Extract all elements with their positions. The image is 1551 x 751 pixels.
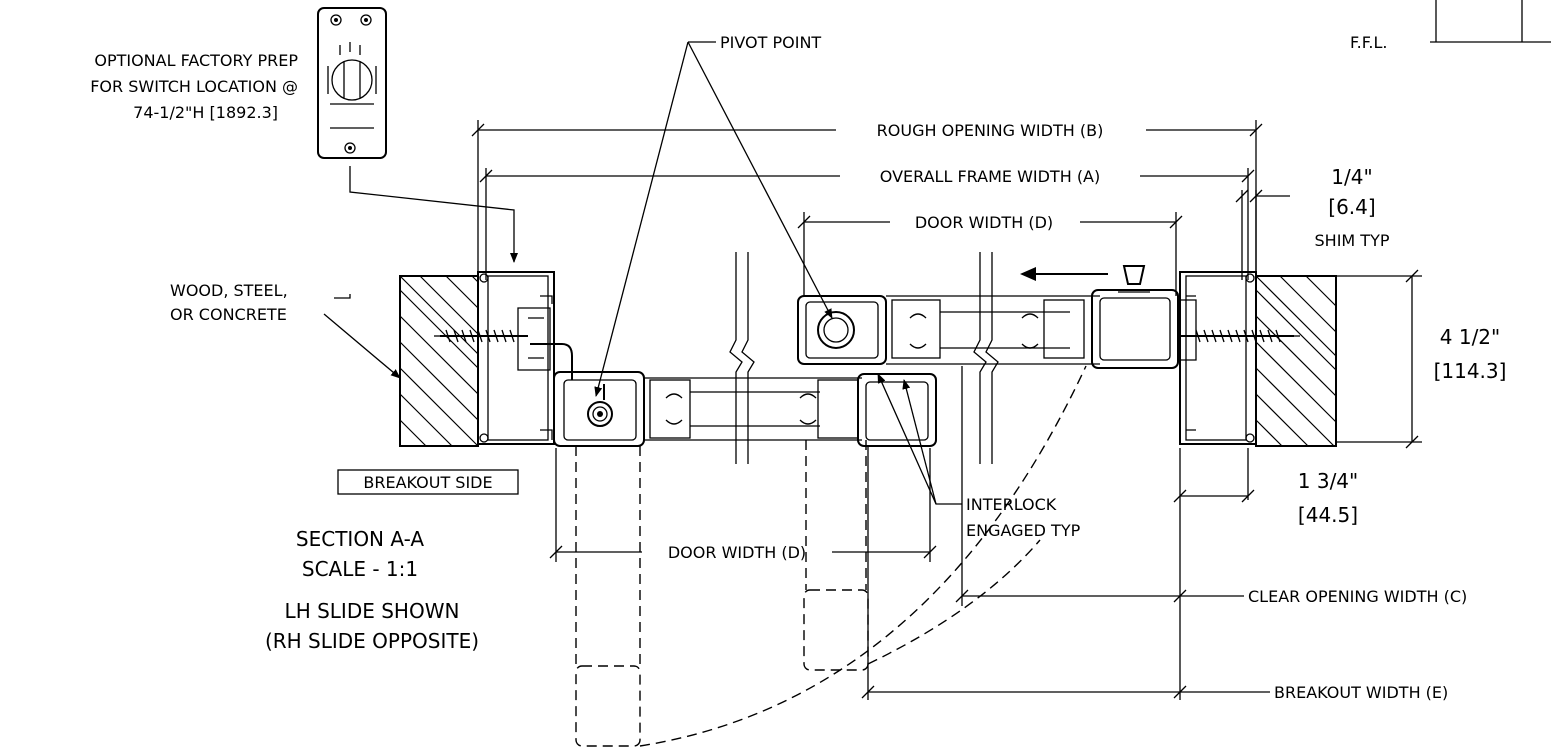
slide-arrow-head — [1020, 267, 1036, 281]
breakout-ghost-panels — [575, 365, 1087, 747]
switch-prep-line-2: FOR SWITCH LOCATION @ — [90, 77, 298, 96]
wall-leader — [323, 294, 400, 378]
switch-prep-line-1: OPTIONAL FACTORY PREP — [94, 51, 298, 70]
break-lines — [729, 252, 999, 464]
shim-line-1: 1/4" — [1331, 165, 1372, 189]
interlock-leader-1 — [877, 373, 962, 505]
frame-depth-line-2: [44.5] — [1298, 503, 1358, 527]
right-wall — [1255, 275, 1337, 447]
pivot-leader-left — [594, 41, 689, 397]
switch-prep-line-3: 74-1/2"H [1892.3] — [133, 103, 278, 122]
interlock-line-1: INTERLOCK — [966, 495, 1057, 514]
upper-door-panel — [797, 265, 1179, 369]
slide-note-2: (RH SLIDE OPPOSITE) — [265, 629, 479, 653]
ffl-label: F.F.L. — [1350, 33, 1387, 52]
frame-depth-line-1: 1 3/4" — [1298, 469, 1358, 493]
slide-note-1: LH SLIDE SHOWN — [285, 599, 460, 623]
pivot-point-label: PIVOT POINT — [720, 33, 821, 52]
breakout-side-box — [337, 469, 519, 495]
section-title: SECTION A-A — [296, 527, 424, 551]
interlock-leader-2 — [902, 379, 937, 505]
clear-opening-dimension — [955, 366, 1244, 606]
wall-line-2: OR CONCRETE — [170, 305, 287, 324]
overall-frame-dimension — [479, 168, 1255, 280]
clear-opening-label: CLEAR OPENING WIDTH (C) — [1248, 587, 1467, 606]
section-scale: SCALE - 1:1 — [302, 557, 418, 581]
breakout-width-dimension — [861, 446, 1270, 700]
switch-plate — [317, 7, 387, 159]
shim-line-3: SHIM TYP — [1315, 231, 1390, 250]
depth-dimension — [1336, 269, 1422, 449]
left-wall — [399, 275, 479, 447]
shim-line-2: [6.4] — [1328, 195, 1375, 219]
ffl-detail: F.F.L. — [1350, 0, 1551, 52]
rough-opening-dimension — [471, 120, 1263, 280]
shim-dimension — [1235, 189, 1290, 280]
rough-opening-label: ROUGH OPENING WIDTH (B) — [877, 121, 1104, 140]
breakout-side-label: BREAKOUT SIDE — [363, 473, 492, 492]
lower-door-panel — [553, 371, 937, 447]
left-jamb — [477, 271, 573, 445]
depth-line-2: [114.3] — [1434, 359, 1507, 383]
door-width-top-label: DOOR WIDTH (D) — [915, 213, 1053, 232]
left-screw — [434, 329, 528, 343]
right-screw — [1180, 329, 1300, 343]
breakout-width-label: BREAKOUT WIDTH (E) — [1274, 683, 1448, 702]
interlock-line-2: ENGAGED TYP — [966, 521, 1081, 540]
wall-line-1: WOOD, STEEL, — [170, 281, 288, 300]
switch-leader — [349, 166, 518, 263]
frame-depth-dimension — [1173, 448, 1255, 700]
door-width-bottom-dimension — [549, 448, 937, 562]
overall-frame-label: OVERALL FRAME WIDTH (A) — [880, 167, 1101, 186]
depth-line-1: 4 1/2" — [1440, 325, 1500, 349]
door-width-bottom-label: DOOR WIDTH (D) — [668, 543, 806, 562]
right-jamb — [1179, 271, 1257, 445]
pivot-leader-right — [687, 41, 833, 319]
door-width-top-dimension — [797, 212, 1183, 296]
